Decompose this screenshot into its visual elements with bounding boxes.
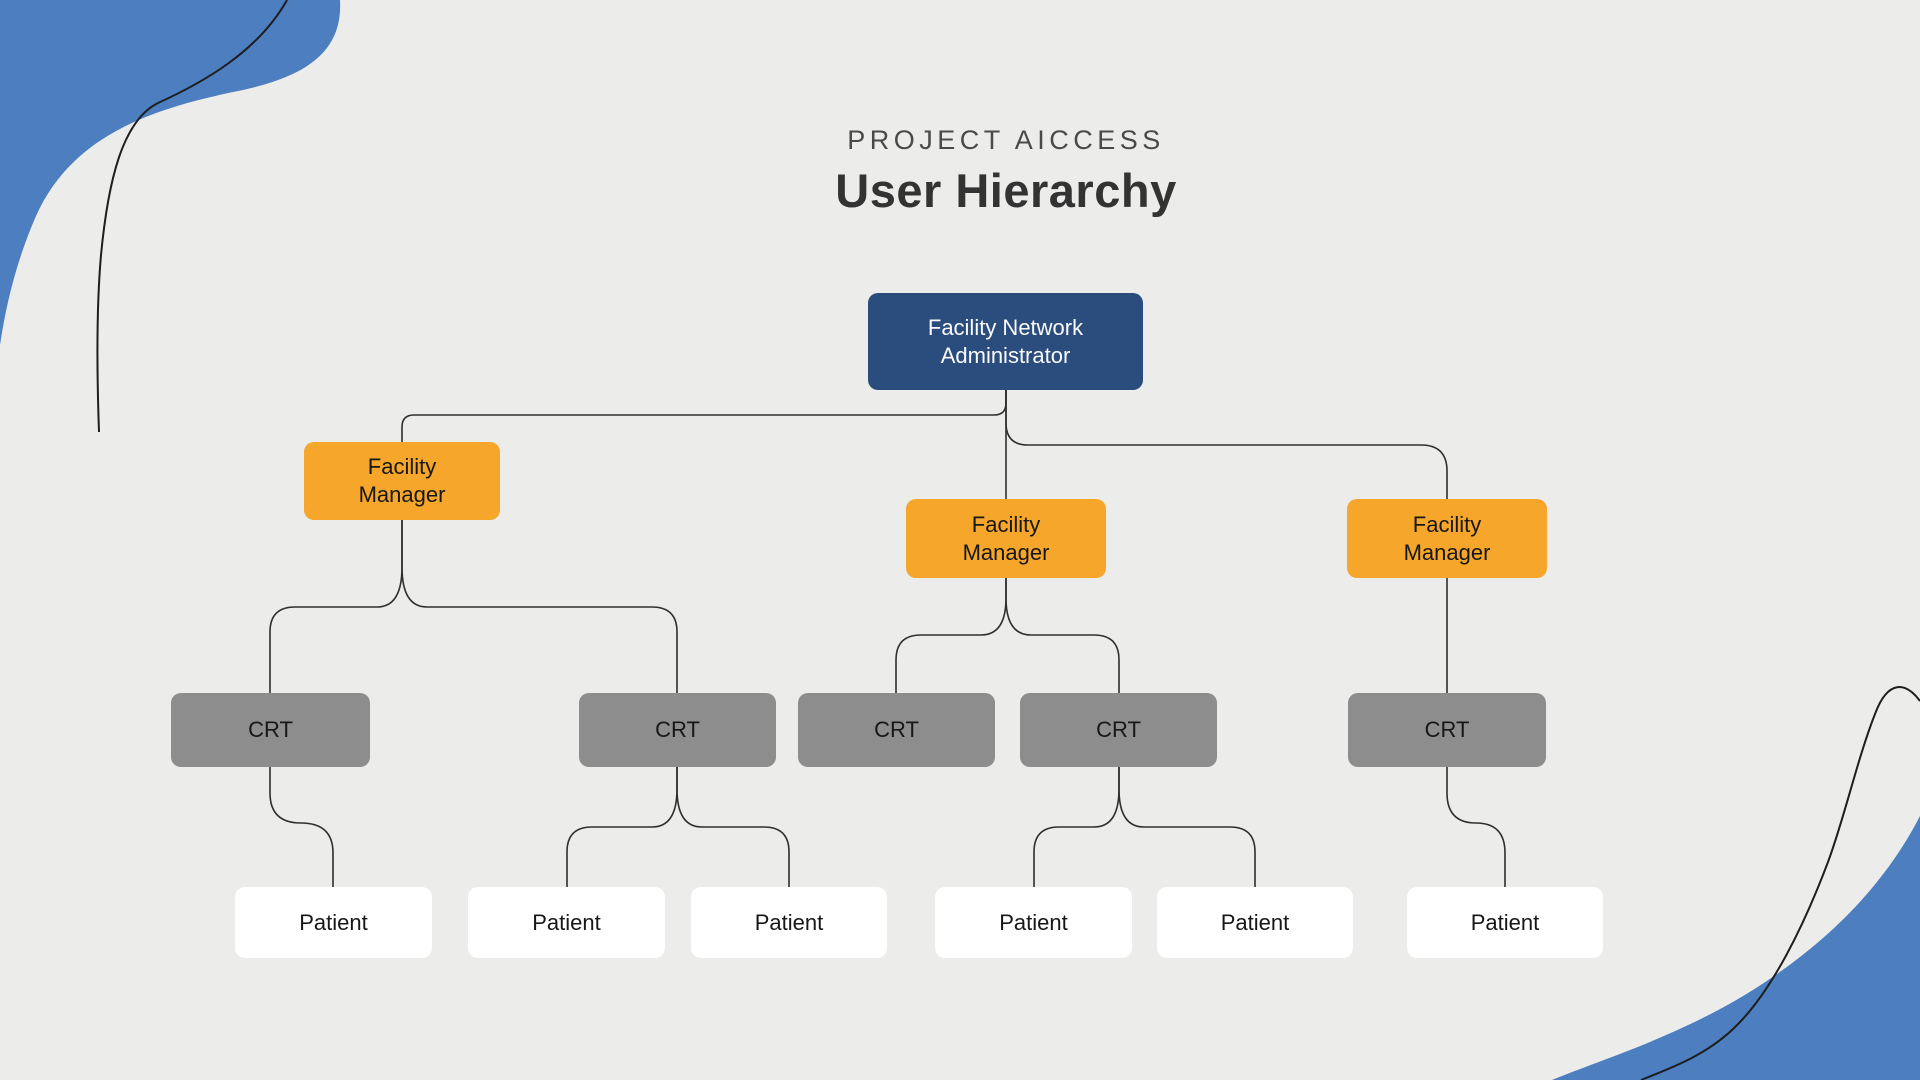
- node-label: CRT: [248, 717, 293, 743]
- node-facility-manager-3: Facility Manager: [1347, 499, 1547, 578]
- node-label: Facility Network Administrator: [927, 314, 1084, 368]
- edge-admin-manager3: [1005, 390, 1448, 499]
- node-crt-5: CRT: [1348, 693, 1546, 767]
- node-facility-network-administrator: Facility Network Administrator: [868, 293, 1143, 390]
- node-label: Facility Manager: [358, 454, 446, 507]
- blob-bottom-right-icon: [1552, 816, 1920, 1080]
- project-kicker: PROJECT AICCESS: [847, 125, 1165, 155]
- node-label: Facility Manager: [962, 511, 1050, 565]
- node-label: Patient: [1470, 909, 1540, 935]
- edge-crt1-patient1: [269, 767, 334, 887]
- node-crt-3: CRT: [798, 693, 995, 767]
- squiggle-bottom-right-icon: [1640, 686, 1920, 1080]
- node-crt-2: CRT: [579, 693, 776, 767]
- node-label: CRT: [655, 717, 700, 743]
- node-patient-6: Patient: [1407, 887, 1603, 958]
- edge-crt2-patient3: [676, 767, 790, 887]
- node-patient-4: Patient: [935, 887, 1132, 958]
- node-label: Facility Manager: [1403, 511, 1491, 565]
- node-label: Patient: [1220, 909, 1290, 935]
- node-label: Patient: [754, 909, 824, 935]
- node-crt-1: CRT: [171, 693, 370, 767]
- node-patient-3: Patient: [691, 887, 887, 958]
- edge-manager1-crt2: [401, 520, 678, 693]
- node-patient-1: Patient: [235, 887, 432, 958]
- squiggle-top-left-icon: [96, 0, 288, 433]
- edge-manager1-crt1: [269, 520, 403, 693]
- node-label: CRT: [1424, 717, 1470, 743]
- node-patient-5: Patient: [1157, 887, 1353, 958]
- edge-crt4-patient4: [1033, 767, 1120, 887]
- node-patient-2: Patient: [468, 887, 665, 958]
- node-label: CRT: [874, 717, 919, 743]
- node-label: Patient: [999, 909, 1068, 935]
- blob-top-left-icon: [0, 0, 341, 345]
- node-facility-manager-1: Facility Manager: [304, 442, 500, 520]
- node-facility-manager-2: Facility Manager: [906, 499, 1106, 578]
- node-crt-4: CRT: [1020, 693, 1217, 767]
- node-label: Patient: [532, 909, 601, 935]
- edge-admin-manager1: [401, 390, 1007, 442]
- edge-crt2-patient2: [566, 767, 678, 887]
- edge-crt5-patient6: [1446, 767, 1506, 887]
- edge-manager2-crt3: [895, 578, 1007, 693]
- node-label: CRT: [1096, 717, 1141, 743]
- edge-crt4-patient5: [1118, 767, 1256, 887]
- node-label: Patient: [299, 909, 368, 935]
- page-title: User Hierarchy: [835, 164, 1177, 217]
- edge-manager2-crt4: [1005, 578, 1120, 693]
